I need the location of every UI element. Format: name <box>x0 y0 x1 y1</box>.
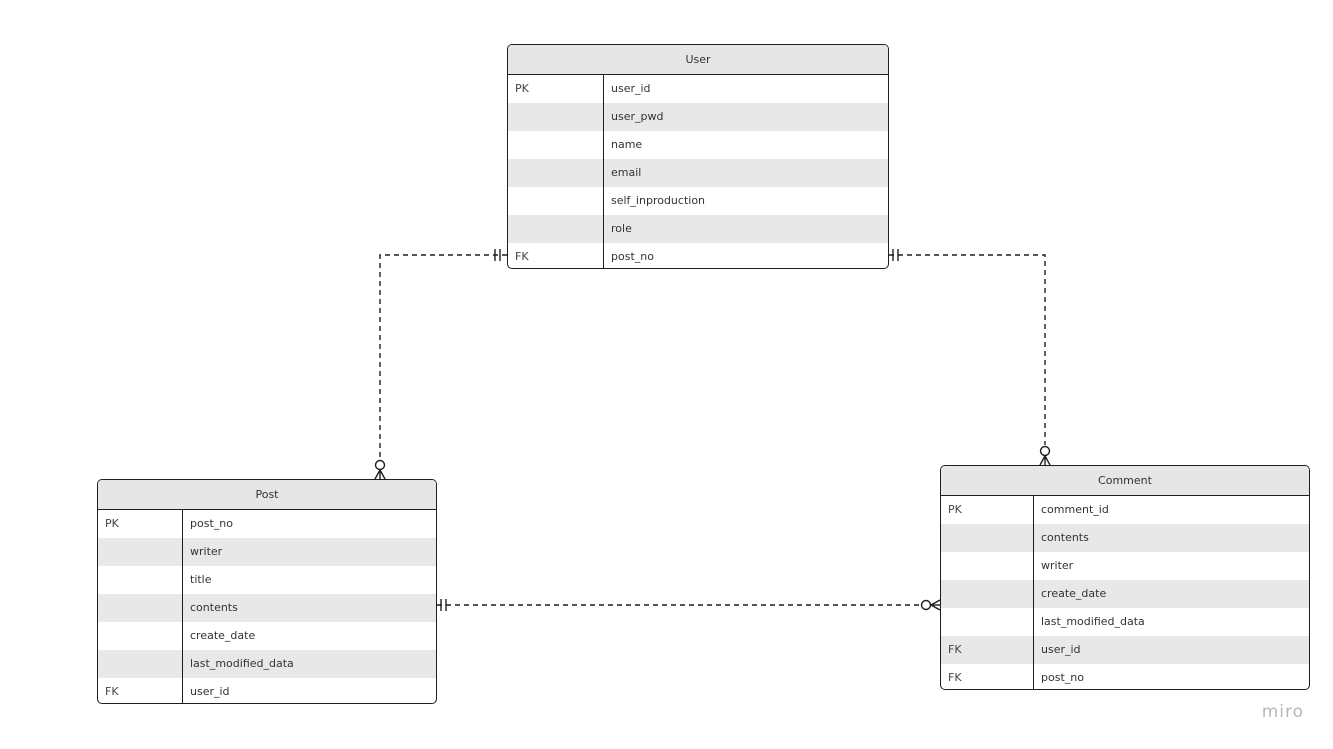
entity-comment-row: FK post_no <box>941 664 1309 689</box>
key-cell: FK <box>941 636 1034 664</box>
key-cell: PK <box>508 75 604 103</box>
column-cell: name <box>611 138 643 151</box>
rel-user-comment-line <box>889 254 1046 445</box>
rel-user-post-crow-c <box>379 469 386 480</box>
entity-comment-row: FK user_id <box>941 636 1309 664</box>
key-cell <box>508 215 604 243</box>
entity-post-row: last_modified_data <box>98 650 436 678</box>
rel-user-comment-crow-c <box>1044 455 1051 466</box>
entity-user[interactable]: User PK user_id user_pwd name email self… <box>507 44 889 269</box>
entity-comment-title: Comment <box>941 466 1309 496</box>
column-cell: contents <box>1041 531 1089 544</box>
key-cell <box>941 580 1034 608</box>
entity-comment-row: last_modified_data <box>941 608 1309 636</box>
column-cell: post_no <box>190 517 233 530</box>
entity-user-row: email <box>508 159 888 187</box>
key-cell <box>508 103 604 131</box>
column-cell: title <box>190 573 212 586</box>
key-cell <box>941 524 1034 552</box>
key-cell <box>941 552 1034 580</box>
entity-user-row: PK user_id <box>508 75 888 103</box>
column-cell: writer <box>1041 559 1074 572</box>
key-cell: FK <box>98 678 183 703</box>
key-cell: FK <box>941 664 1034 689</box>
entity-comment-row: PK comment_id <box>941 496 1309 524</box>
rel-user-post-zero-mark <box>374 459 386 471</box>
rel-user-comment-zero-mark <box>1039 445 1051 457</box>
column-cell: user_id <box>611 82 651 95</box>
entity-comment[interactable]: Comment PK comment_id contents writer cr… <box>940 465 1310 690</box>
key-cell <box>508 131 604 159</box>
rel-user-post-crow-a <box>374 469 381 480</box>
entity-user-row: role <box>508 215 888 243</box>
key-cell: FK <box>508 243 604 268</box>
entity-comment-row: writer <box>941 552 1309 580</box>
key-cell <box>941 608 1034 636</box>
entity-post[interactable]: Post PK post_no writer title contents cr… <box>97 479 437 704</box>
column-cell: user_pwd <box>611 110 664 123</box>
entity-post-row: contents <box>98 594 436 622</box>
rel-user-comment-crow-a <box>1039 455 1046 466</box>
entity-comment-row: contents <box>941 524 1309 552</box>
column-cell: email <box>611 166 642 179</box>
entity-post-title: Post <box>98 480 436 510</box>
rel-post-comment-zero-mark <box>920 599 932 611</box>
key-cell <box>98 622 183 650</box>
rel-post-comment-crow-a <box>930 599 941 606</box>
column-cell: contents <box>190 601 238 614</box>
column-cell: self_inproduction <box>611 194 706 207</box>
key-cell: PK <box>98 510 183 538</box>
rel-user-post-line <box>379 254 507 460</box>
entity-user-row: self_inproduction <box>508 187 888 215</box>
entity-comment-row: create_date <box>941 580 1309 608</box>
key-cell <box>98 650 183 678</box>
column-cell: user_id <box>1041 643 1081 656</box>
column-cell: writer <box>190 545 223 558</box>
key-cell <box>98 538 183 566</box>
column-cell: post_no <box>1041 671 1084 684</box>
entity-user-row: user_pwd <box>508 103 888 131</box>
key-cell <box>508 187 604 215</box>
key-cell <box>508 159 604 187</box>
entity-post-row: create_date <box>98 622 436 650</box>
column-cell: last_modified_data <box>1041 615 1145 628</box>
entity-post-row: title <box>98 566 436 594</box>
column-cell: post_no <box>611 250 654 263</box>
entity-user-row: FK post_no <box>508 243 888 268</box>
column-cell: role <box>611 222 632 235</box>
miro-watermark: miro <box>1261 702 1304 722</box>
column-cell: user_id <box>190 685 230 698</box>
column-cell: create_date <box>1041 587 1107 600</box>
entity-user-row: name <box>508 131 888 159</box>
entity-user-title: User <box>508 45 888 75</box>
entity-post-row: PK post_no <box>98 510 436 538</box>
column-cell: comment_id <box>1041 503 1109 516</box>
rel-post-comment-crow-c <box>930 604 941 611</box>
key-cell <box>98 566 183 594</box>
column-cell: create_date <box>190 629 256 642</box>
entity-post-row: FK user_id <box>98 678 436 703</box>
key-cell <box>98 594 183 622</box>
key-cell: PK <box>941 496 1034 524</box>
entity-post-row: writer <box>98 538 436 566</box>
column-cell: last_modified_data <box>190 657 294 670</box>
